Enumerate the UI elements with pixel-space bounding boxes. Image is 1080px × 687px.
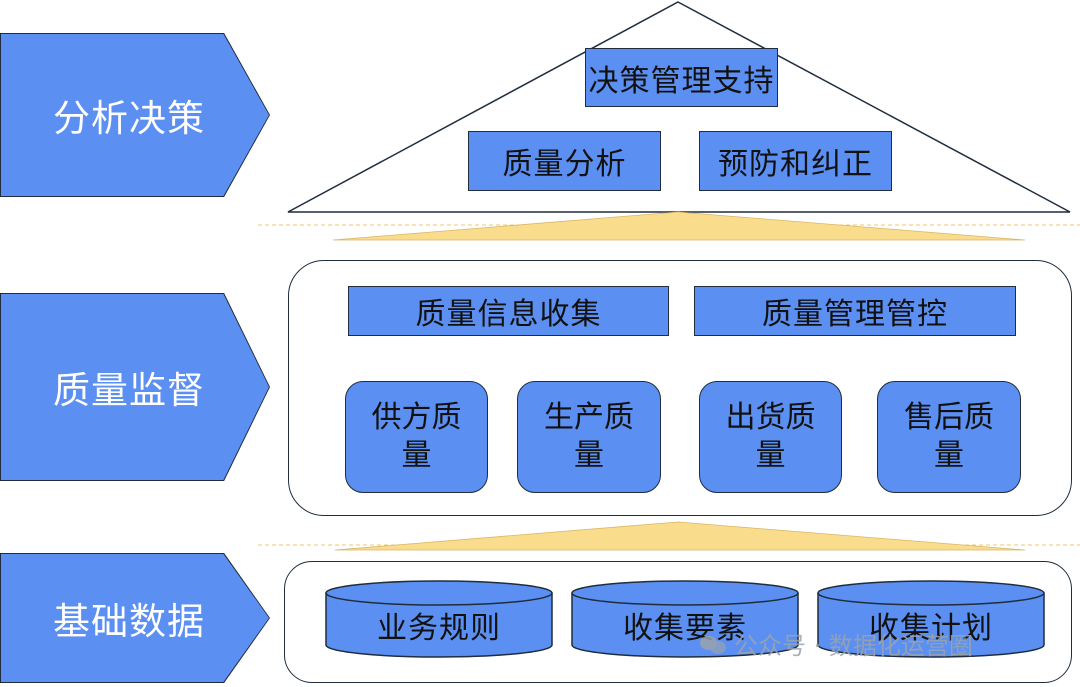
cylinder-shapes — [325, 580, 1045, 658]
layer-label-analysis: 分析决策 — [0, 33, 270, 197]
card-production-line2: 量 — [574, 438, 604, 473]
layer-label-foundation: 基础数据 — [0, 553, 270, 683]
cylinder-top-1 — [325, 580, 553, 606]
card-supplier-line1: 供方质 — [371, 400, 462, 435]
box-decision-support: 决策管理支持 — [585, 48, 778, 107]
layer-label-analysis-text: 分析决策 — [1, 34, 269, 196]
card-supplier-quality: 供方质 量 — [345, 381, 488, 493]
card-supplier-quality-text: 供方质 量 — [372, 399, 462, 475]
wechat-icon — [700, 633, 728, 655]
card-shipping-quality: 出货质 量 — [699, 381, 842, 493]
card-supplier-line2: 量 — [401, 438, 432, 473]
card-aftersales-line1: 售后质 — [904, 400, 994, 435]
cylinder-business-rules: 业务规则 — [377, 611, 501, 646]
card-aftersales-quality: 售后质 量 — [877, 381, 1021, 493]
card-shipping-line1: 出货质 — [725, 400, 816, 435]
connector-wedge-upper — [332, 211, 1026, 241]
cylinder-shape-2 — [571, 593, 799, 658]
card-aftersales-quality-text: 售后质 量 — [904, 399, 994, 475]
cylinder-top-3 — [817, 580, 1045, 606]
cylinder-collection-plan: 收集计划 — [869, 611, 993, 646]
bar-info-collection: 质量信息收集 — [348, 286, 669, 336]
card-production-quality: 生产质 量 — [517, 381, 661, 493]
connector-wedge-lower — [334, 521, 1026, 551]
card-shipping-line2: 量 — [755, 438, 786, 473]
layer-label-supervision-text: 质量监督 — [1, 294, 269, 480]
card-production-quality-text: 生产质 量 — [544, 399, 634, 475]
watermark: 公众号 · 数据化运营圈 — [700, 626, 973, 661]
layer-label-supervision: 质量监督 — [0, 293, 270, 481]
bar-management-control: 质量管理管控 — [694, 286, 1016, 336]
card-shipping-quality-text: 出货质 量 — [726, 399, 816, 475]
watermark-text: 公众号 · 数据化运营圈 — [734, 632, 973, 660]
layer-label-foundation-text: 基础数据 — [1, 554, 269, 682]
card-aftersales-line2: 量 — [934, 438, 964, 473]
cylinder-shape-1 — [325, 593, 553, 658]
box-quality-analysis: 质量分析 — [468, 131, 661, 191]
cylinder-top-2 — [571, 580, 799, 606]
card-production-line1: 生产质 — [544, 400, 634, 435]
cylinder-shape-3 — [817, 593, 1045, 658]
cylinder-collection-elements: 收集要素 — [623, 611, 747, 646]
roof-triangle — [287, 1, 1071, 213]
box-prevention-correction: 预防和纠正 — [699, 131, 892, 191]
